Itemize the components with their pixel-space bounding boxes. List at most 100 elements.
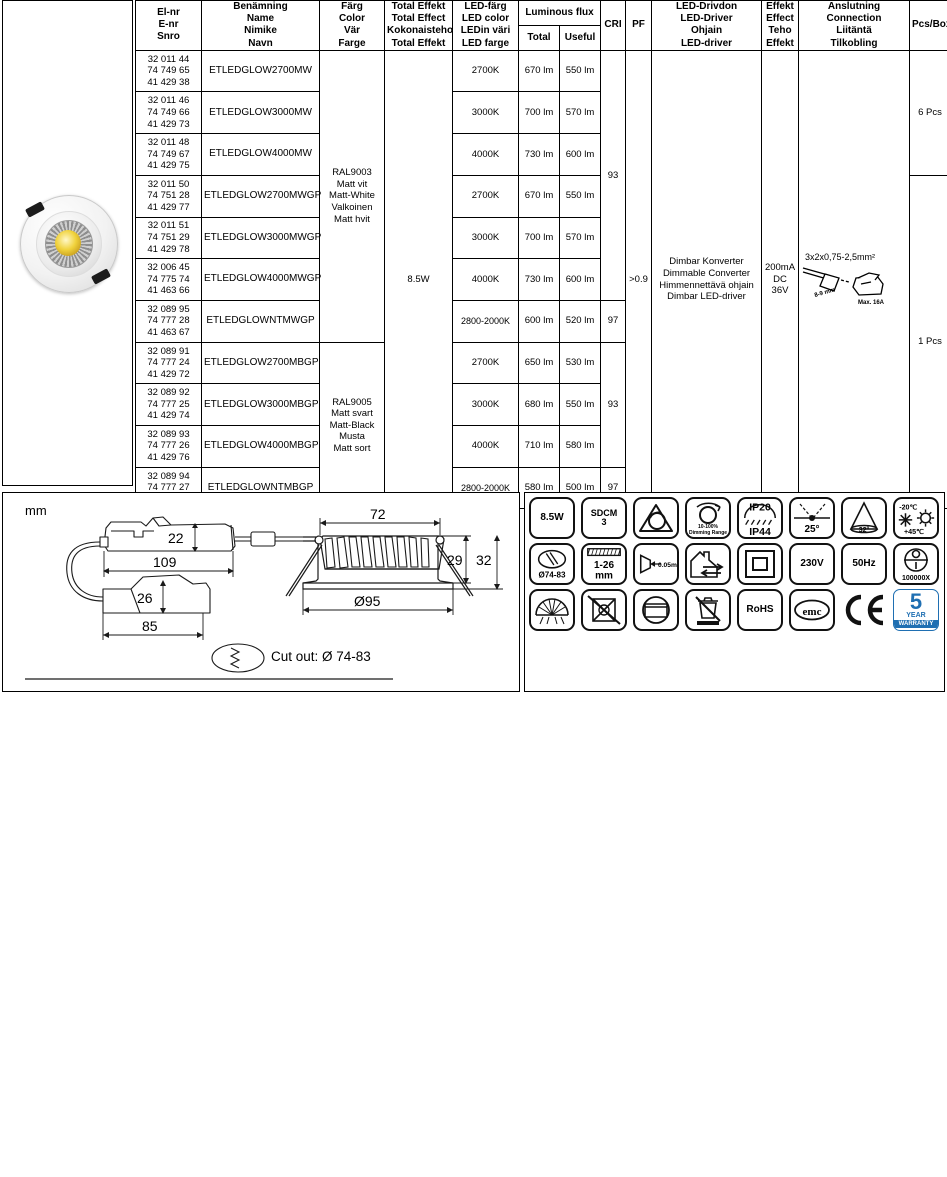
cell-elnr: 32 089 93 74 777 26 41 429 76: [136, 425, 202, 467]
header-ledcolor-en: LED color: [455, 13, 516, 25]
cell-cri-93-black: 93: [601, 342, 626, 467]
dim-box-height: 26: [137, 590, 153, 606]
header-total-effect: Total Effekt Total Effect Kokonaisteho T…: [385, 1, 453, 51]
dim-driver-length: 109: [153, 554, 177, 570]
wiring-diagram-svg: 8-9 mm Max. 16A: [801, 264, 909, 308]
header-connection-en: Connection: [801, 13, 907, 25]
elnr-line: 32 011 46: [138, 95, 199, 107]
temperature-range-icon: -20℃ +45℃: [893, 497, 939, 539]
snro-line: 41 429 75: [138, 160, 199, 172]
header-cri: CRI: [601, 1, 626, 51]
cell-product-name: ETLEDGLOW3000MW: [202, 92, 320, 134]
rohs-label: RoHS: [746, 605, 773, 616]
cell-total-effect: 8.5W: [385, 50, 453, 509]
header-name: Benämning Name Nimike Navn: [202, 1, 320, 51]
header-color: Färg Color Vär Farge: [320, 1, 385, 51]
sdcm-value: 3: [591, 518, 618, 527]
cell-cri-97-white: 97: [601, 300, 626, 342]
driver-sv: Dimbar Konverter: [654, 256, 759, 268]
cell-led-color: 3000K: [453, 384, 519, 426]
header-flux-total: Total: [519, 25, 560, 50]
power-wattage-icon: 8.5W: [529, 497, 575, 539]
header-drvpower-no: Effekt: [764, 38, 796, 50]
cutout-dia-label: Ø74-83: [538, 570, 566, 579]
cell-flux-useful: 520 lm: [560, 300, 601, 342]
warranty-year-label: YEAR: [906, 612, 925, 620]
beam-angle-label: 32°: [859, 526, 870, 534]
product-variant-table: El-nr E-nr Snro Benämning Name Nimike Na…: [135, 0, 947, 509]
icon-row-3: RoHS emc 5 YEAR WARRANTY: [529, 589, 940, 631]
cell-elnr: 32 011 46 74 749 66 41 429 73: [136, 92, 202, 134]
cell-product-name: ETLEDGLOWNTMWGP: [202, 300, 320, 342]
cell-flux-useful: 580 lm: [560, 425, 601, 467]
emc-label: emc: [803, 606, 822, 618]
glare-control-icon: [633, 589, 679, 631]
driver-voltage: DC 36V: [764, 274, 796, 297]
cell-cri-93-white: 93: [601, 50, 626, 300]
snro-line: 41 429 77: [138, 202, 199, 214]
snro-line: 41 429 38: [138, 77, 199, 89]
warranty-icon: 5 YEAR WARRANTY: [893, 589, 939, 631]
dimension-drawing-panel: mm: [2, 492, 520, 692]
cell-product-name: ETLEDGLOW4000MW: [202, 134, 320, 176]
color-no: Matt hvit: [322, 214, 382, 226]
cell-pcs-1: 1 Pcs: [910, 175, 947, 509]
cell-elnr: 32 011 44 74 749 65 41 429 38: [136, 50, 202, 92]
cell-elnr: 32 089 95 74 777 28 41 463 67: [136, 300, 202, 342]
header-driver-fi: Ohjain: [654, 25, 759, 37]
cutout-diameter-icon: Ø74-83: [529, 543, 575, 585]
emc-icon: emc: [789, 589, 835, 631]
connection-diagram: 8-9 mm Max. 16A: [801, 264, 907, 308]
ceiling-thickness-icon: 1-26 mm: [581, 543, 627, 585]
table-header-row: El-nr E-nr Snro Benämning Name Nimike Na…: [136, 1, 947, 26]
header-driver-en: LED-Driver: [654, 13, 759, 25]
cell-pf: >0.9: [626, 50, 652, 509]
elnr-line: 32 089 92: [138, 387, 199, 399]
specification-icons-panel: 8.5W SDCM 3 10-10: [524, 492, 945, 692]
cell-led-color: 2700K: [453, 342, 519, 384]
lamp-cob-led: [55, 230, 81, 256]
header-ledcolor-sv: LED-färg: [455, 1, 516, 13]
cell-flux-total: 680 lm: [519, 384, 560, 426]
datasheet-page: El-nr E-nr Snro Benämning Name Nimike Na…: [0, 0, 947, 695]
cell-pcs-6: 6 Pcs: [910, 50, 947, 175]
cell-led-color: 2700K: [453, 175, 519, 217]
dimming-range-icon: 10-100% Dimming Range: [685, 497, 731, 539]
elnr-line: 32 011 44: [138, 54, 199, 66]
elnr-line: 32 011 50: [138, 179, 199, 191]
tilt-angle-icon: 25°: [789, 497, 835, 539]
header-effect-sv: Total Effekt: [387, 1, 450, 13]
driver-en: Dimmable Converter: [654, 268, 759, 280]
header-name-no: Navn: [204, 38, 317, 50]
cell-flux-total: 710 lm: [519, 425, 560, 467]
header-connection: Anslutning Connection Liitäntä Tilkoblin…: [799, 1, 910, 51]
cell-color-black: RAL9005 Matt svart Matt-Black Musta Matt…: [320, 342, 385, 509]
cell-flux-useful: 600 lm: [560, 259, 601, 301]
cell-connection: 3x2x0,75-2,5mm²: [799, 50, 910, 509]
header-pf: PF: [626, 1, 652, 51]
header-elnr-en: E-nr: [138, 19, 199, 31]
header-color-en: Color: [322, 13, 382, 25]
cell-led-color: 4000K: [453, 425, 519, 467]
enr-line: 74 777 28: [138, 315, 199, 327]
header-elnr-fi: Snro: [138, 31, 199, 43]
ip-rating-icon: IP20 IP44: [737, 497, 783, 539]
elnr-line: 32 089 95: [138, 304, 199, 316]
cell-driver-power: 200mA DC 36V: [762, 50, 799, 509]
color-fi: Musta: [322, 431, 382, 443]
cell-led-color: 2700K: [453, 50, 519, 92]
enr-line: 74 777 25: [138, 399, 199, 411]
frequency-icon: 50Hz: [841, 543, 887, 585]
dim-fixture-depth-total: 32: [476, 552, 492, 568]
header-ledcolor-fi: LEDin väri: [455, 25, 516, 37]
cell-product-name: ETLEDGLOW4000MWGP: [202, 259, 320, 301]
cell-elnr: 32 006 45 74 775 74 41 463 66: [136, 259, 202, 301]
cell-flux-useful: 530 lm: [560, 342, 601, 384]
header-driver-power: Effekt Effect Teho Effekt: [762, 1, 799, 51]
min-distance-icon: 0.05m: [633, 543, 679, 585]
header-ledcolor-no: LED farge: [455, 38, 516, 50]
dimming-range-label: Dimming Range: [689, 530, 727, 536]
color-ral: RAL9003: [322, 167, 382, 179]
no-uv-ir-icon: [581, 589, 627, 631]
snro-line: 41 463 67: [138, 327, 199, 339]
